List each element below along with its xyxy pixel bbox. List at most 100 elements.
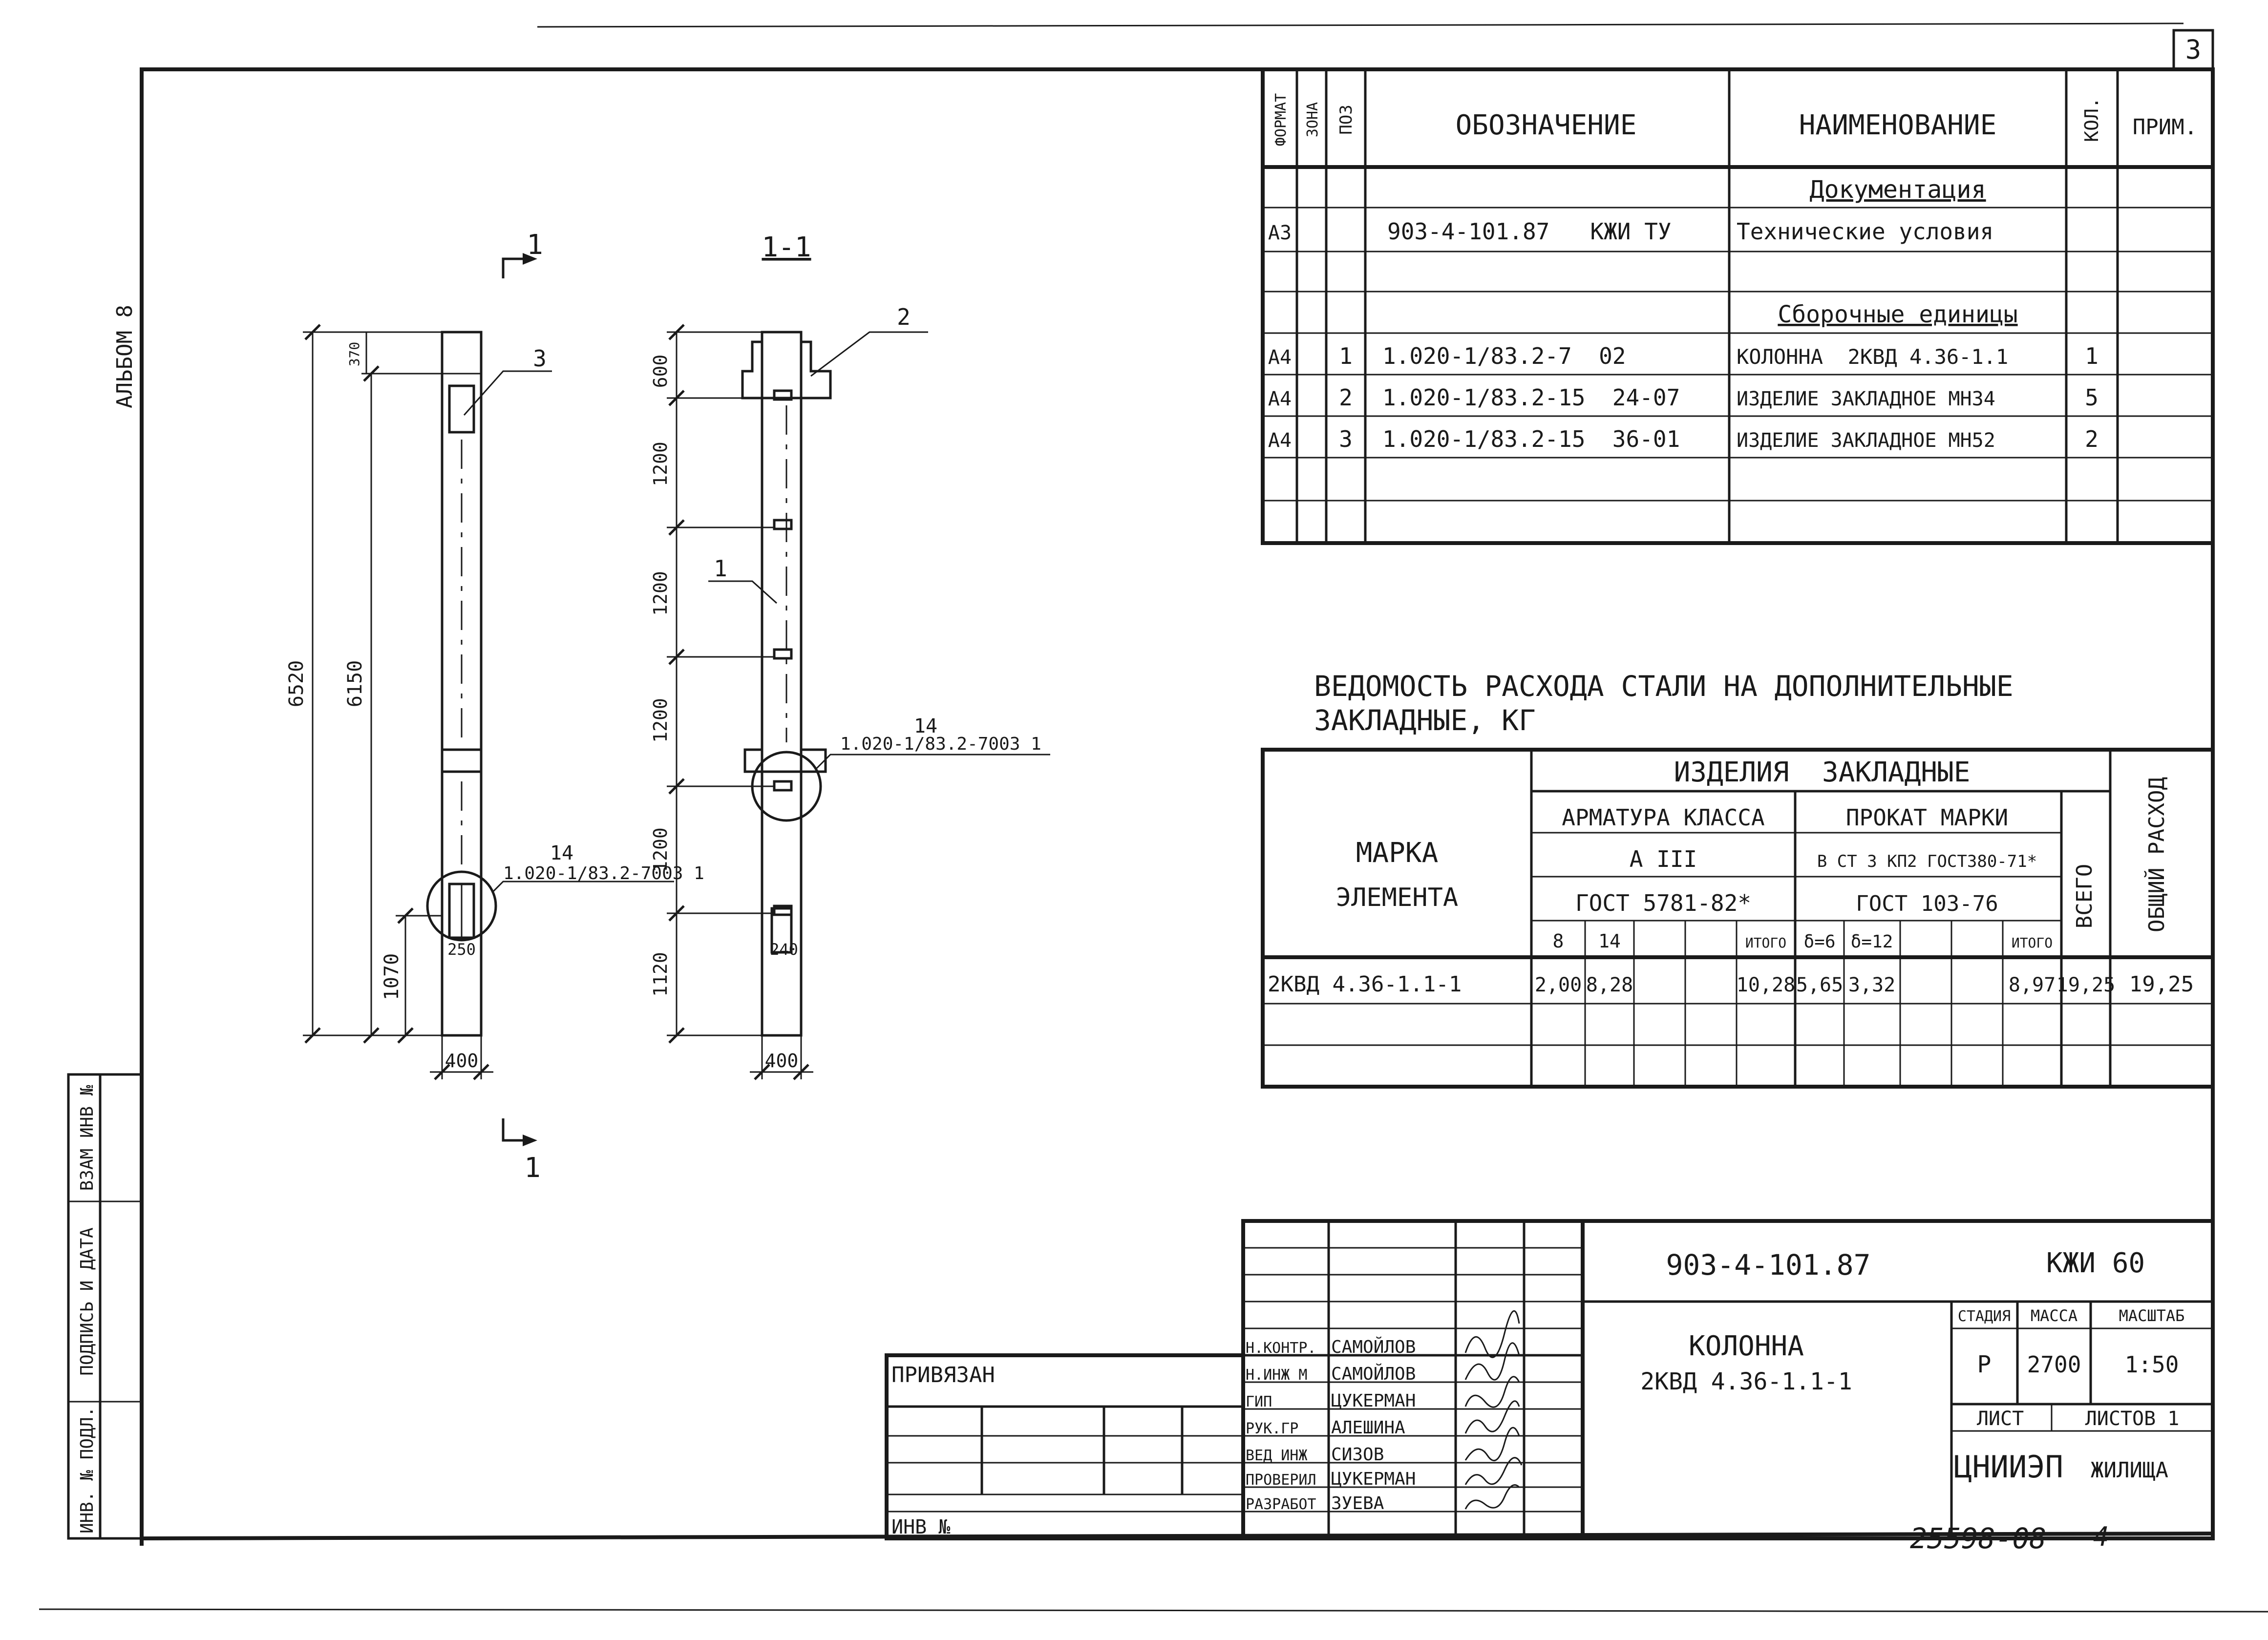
signer-role: Н.ИНЖ М xyxy=(1246,1367,1307,1384)
spec-header-name: НАИМЕНОВАНИЕ xyxy=(1799,109,1997,141)
inv-no-label: ИНВ № xyxy=(891,1516,950,1538)
spec-header-qty: КОЛ. xyxy=(2081,97,2102,142)
steel-row-mark: 2КВД 4.36-1.1-1 xyxy=(1268,972,1462,997)
signer-role: ПРОВЕРИЛ xyxy=(1246,1472,1316,1489)
spec-row-designation: 1.020-1/83.2-15 36-01 xyxy=(1382,426,1680,452)
spec-header-designation: ОБОЗНАЧЕНИЕ xyxy=(1456,109,1637,141)
steel-cell: 2,00 xyxy=(1535,974,1582,996)
dim-width-left: 400 xyxy=(445,1050,479,1072)
dim-column: 6150 xyxy=(344,660,366,707)
steel-subheader: 8 xyxy=(1553,930,1564,952)
node-ref-left-code: 1.020-1/83.2-7003 1 xyxy=(503,863,704,883)
steel-subheader: 14 xyxy=(1598,930,1621,952)
title-sheet-label: ЛИСТ xyxy=(1977,1408,2024,1430)
steel-rolled-header: ПРОКАТ МАРКИ xyxy=(1846,804,2008,831)
title-doc-code: 903-4-101.87 xyxy=(1666,1248,1870,1282)
steel-armature-header: АРМАТУРА КЛАССА xyxy=(1562,804,1764,831)
title-sheet-code: КЖИ 60 xyxy=(2046,1247,2145,1279)
node-ref-right-code: 1.020-1/83.2-7003 1 xyxy=(840,734,1041,754)
spec-header-note: ПРИМ. xyxy=(2133,115,2197,140)
title-scale-label: МАСШТАБ xyxy=(2119,1306,2185,1325)
title-mass: 2700 xyxy=(2027,1351,2081,1378)
spec-row-designation: 903-4-101.87 КЖИ ТУ xyxy=(1387,218,1672,245)
dim-inner-right: 240 xyxy=(770,940,798,959)
steel-cell: 5,65 xyxy=(1796,974,1843,996)
steel-cell: 8,28 xyxy=(1586,974,1633,996)
footer-page: 4 xyxy=(2093,1521,2109,1552)
spec-row-designation: 1.020-1/83.2-15 24-07 xyxy=(1382,384,1680,411)
steel-rolled-gost: ГОСТ 103-76 xyxy=(1856,891,1998,916)
title-stage-label: СТАДИЯ xyxy=(1958,1308,2011,1325)
section-mark-bottom: 1 xyxy=(524,1152,541,1184)
steel-group-header: ИЗДЕЛИЯ ЗАКЛАДНЫЕ xyxy=(1674,757,1971,788)
title-stage: Р xyxy=(1977,1351,1992,1378)
column-elevation: 1 1 6520 6150 370 xyxy=(285,229,704,1184)
title-organization-big: ЦНИИЭП xyxy=(1954,1449,2063,1485)
signer-role: ВЕД ИНЖ xyxy=(1246,1447,1307,1464)
spec-row-format: А4 xyxy=(1268,388,1292,410)
side-vzam-inv: ВЗАМ ИНВ № xyxy=(77,1085,97,1191)
signer-name: СИЗОВ xyxy=(1331,1445,1384,1465)
signer-role: Н.КОНТР. xyxy=(1246,1340,1316,1357)
side-signature-date: ПОДПИСЬ И ДАТА xyxy=(77,1227,97,1376)
leader-1: 1 xyxy=(714,555,727,582)
side-inv-podl: ИНВ. № ПОДЛ. xyxy=(77,1407,97,1534)
title-mass-label: МАССА xyxy=(2031,1306,2077,1325)
spec-row-pos: 1 xyxy=(1339,343,1353,369)
dim-top: 370 xyxy=(346,342,362,367)
steel-table: ИЗДЕЛИЯ ЗАКЛАДНЫЕ МАРКА ЭЛЕМЕНТА АРМАТУР… xyxy=(1261,748,2215,1089)
sheet-number: 3 xyxy=(2185,34,2202,65)
spec-table: ФОРМАТ ЗОНА ПОЗ ОБОЗНАЧЕНИЕ НАИМЕНОВАНИЕ… xyxy=(1261,67,2215,545)
spec-row-pos: 3 xyxy=(1339,426,1353,452)
spec-row-qty: 1 xyxy=(2085,343,2098,369)
section-mark-top: 1 xyxy=(527,229,543,261)
title-organization-small: ЖИЛИЩА xyxy=(2091,1458,2168,1483)
side-stamp: ВЗАМ ИНВ № ПОДПИСЬ И ДАТА ИНВ. № ПОДЛ. xyxy=(67,1073,143,1540)
steel-cell: 10,28 xyxy=(1737,974,1795,996)
spec-row-qty: 2 xyxy=(2085,426,2098,452)
leader-2: 2 xyxy=(897,304,911,330)
signer-name: САМОЙЛОВ xyxy=(1331,1337,1416,1357)
node-ref-left-num: 14 xyxy=(550,842,573,864)
node-ref-right-num: 14 xyxy=(914,715,937,737)
title-scale: 1:50 xyxy=(2125,1351,2179,1378)
steel-table-title-1: ВЕДОМОСТЬ РАСХОДА СТАЛИ НА ДОПОЛНИТЕЛЬНЫ… xyxy=(1314,670,2014,703)
spec-row-name: Технические условия xyxy=(1737,218,1993,245)
steel-armature-class: А III xyxy=(1630,846,1697,872)
title-object-name-2: 2КВД 4.36-1.1-1 xyxy=(1640,1368,1852,1395)
dim-right: 1120 xyxy=(650,952,671,997)
steel-overall-header: ОБЩИЙ РАСХОД xyxy=(2143,777,2169,932)
dim-inner-left: 250 xyxy=(447,940,476,959)
dim-right: 1200 xyxy=(650,698,671,743)
bound-block: ПРИВЯЗАН ИНВ № xyxy=(885,1353,1245,1540)
column-section: 1-1 600 1200 120 xyxy=(650,231,1050,1080)
album-label: АЛЬБОМ 8 xyxy=(112,305,137,408)
title-block: 903-4-101.87 КЖИ 60 КОЛОННА 2КВД 4.36-1.… xyxy=(1241,1219,2215,1540)
spec-header-format: ФОРМАТ xyxy=(1272,93,1290,146)
steel-mark-header-1: МАРКА xyxy=(1356,837,1439,869)
spec-row-name: ИЗДЕЛИЕ ЗАКЛАДНОЕ МН34 xyxy=(1737,388,1995,410)
footer-code: 25598-08 xyxy=(1910,1522,2046,1555)
title-object-name-1: КОЛОННА xyxy=(1689,1330,1804,1362)
steel-cell: 3,32 xyxy=(1848,974,1895,996)
steel-armature-gost: ГОСТ 5781-82* xyxy=(1575,890,1751,916)
steel-total-header: ВСЕГО xyxy=(2072,864,2097,928)
spec-header-pos: ПОЗ xyxy=(1336,105,1356,134)
handwritten-signatures xyxy=(1464,1310,1523,1510)
dim-right: 1200 xyxy=(650,827,671,872)
steel-subheader: δ=12 xyxy=(1851,932,1893,952)
leader-3: 3 xyxy=(533,345,547,372)
dim-right: 600 xyxy=(650,355,671,388)
spec-row-format: А4 xyxy=(1268,346,1292,369)
signer-role: РУК.ГР xyxy=(1246,1420,1298,1437)
steel-mark-header-2: ЭЛЕМЕНТА xyxy=(1336,883,1458,912)
signer-role: ГИП xyxy=(1246,1393,1272,1410)
steel-subheader: ИТОГО xyxy=(1745,935,1786,951)
signer-name: ЗУЕВА xyxy=(1331,1493,1384,1514)
spec-row-name: Документация xyxy=(1809,175,1986,204)
spec-row-designation: 1.020-1/83.2-7 02 xyxy=(1382,343,1626,369)
spec-row-name: Сборочные единицы xyxy=(1778,301,2017,328)
steel-subheader: ИТОГО xyxy=(2012,935,2053,951)
spec-row-qty: 5 xyxy=(2085,384,2098,411)
